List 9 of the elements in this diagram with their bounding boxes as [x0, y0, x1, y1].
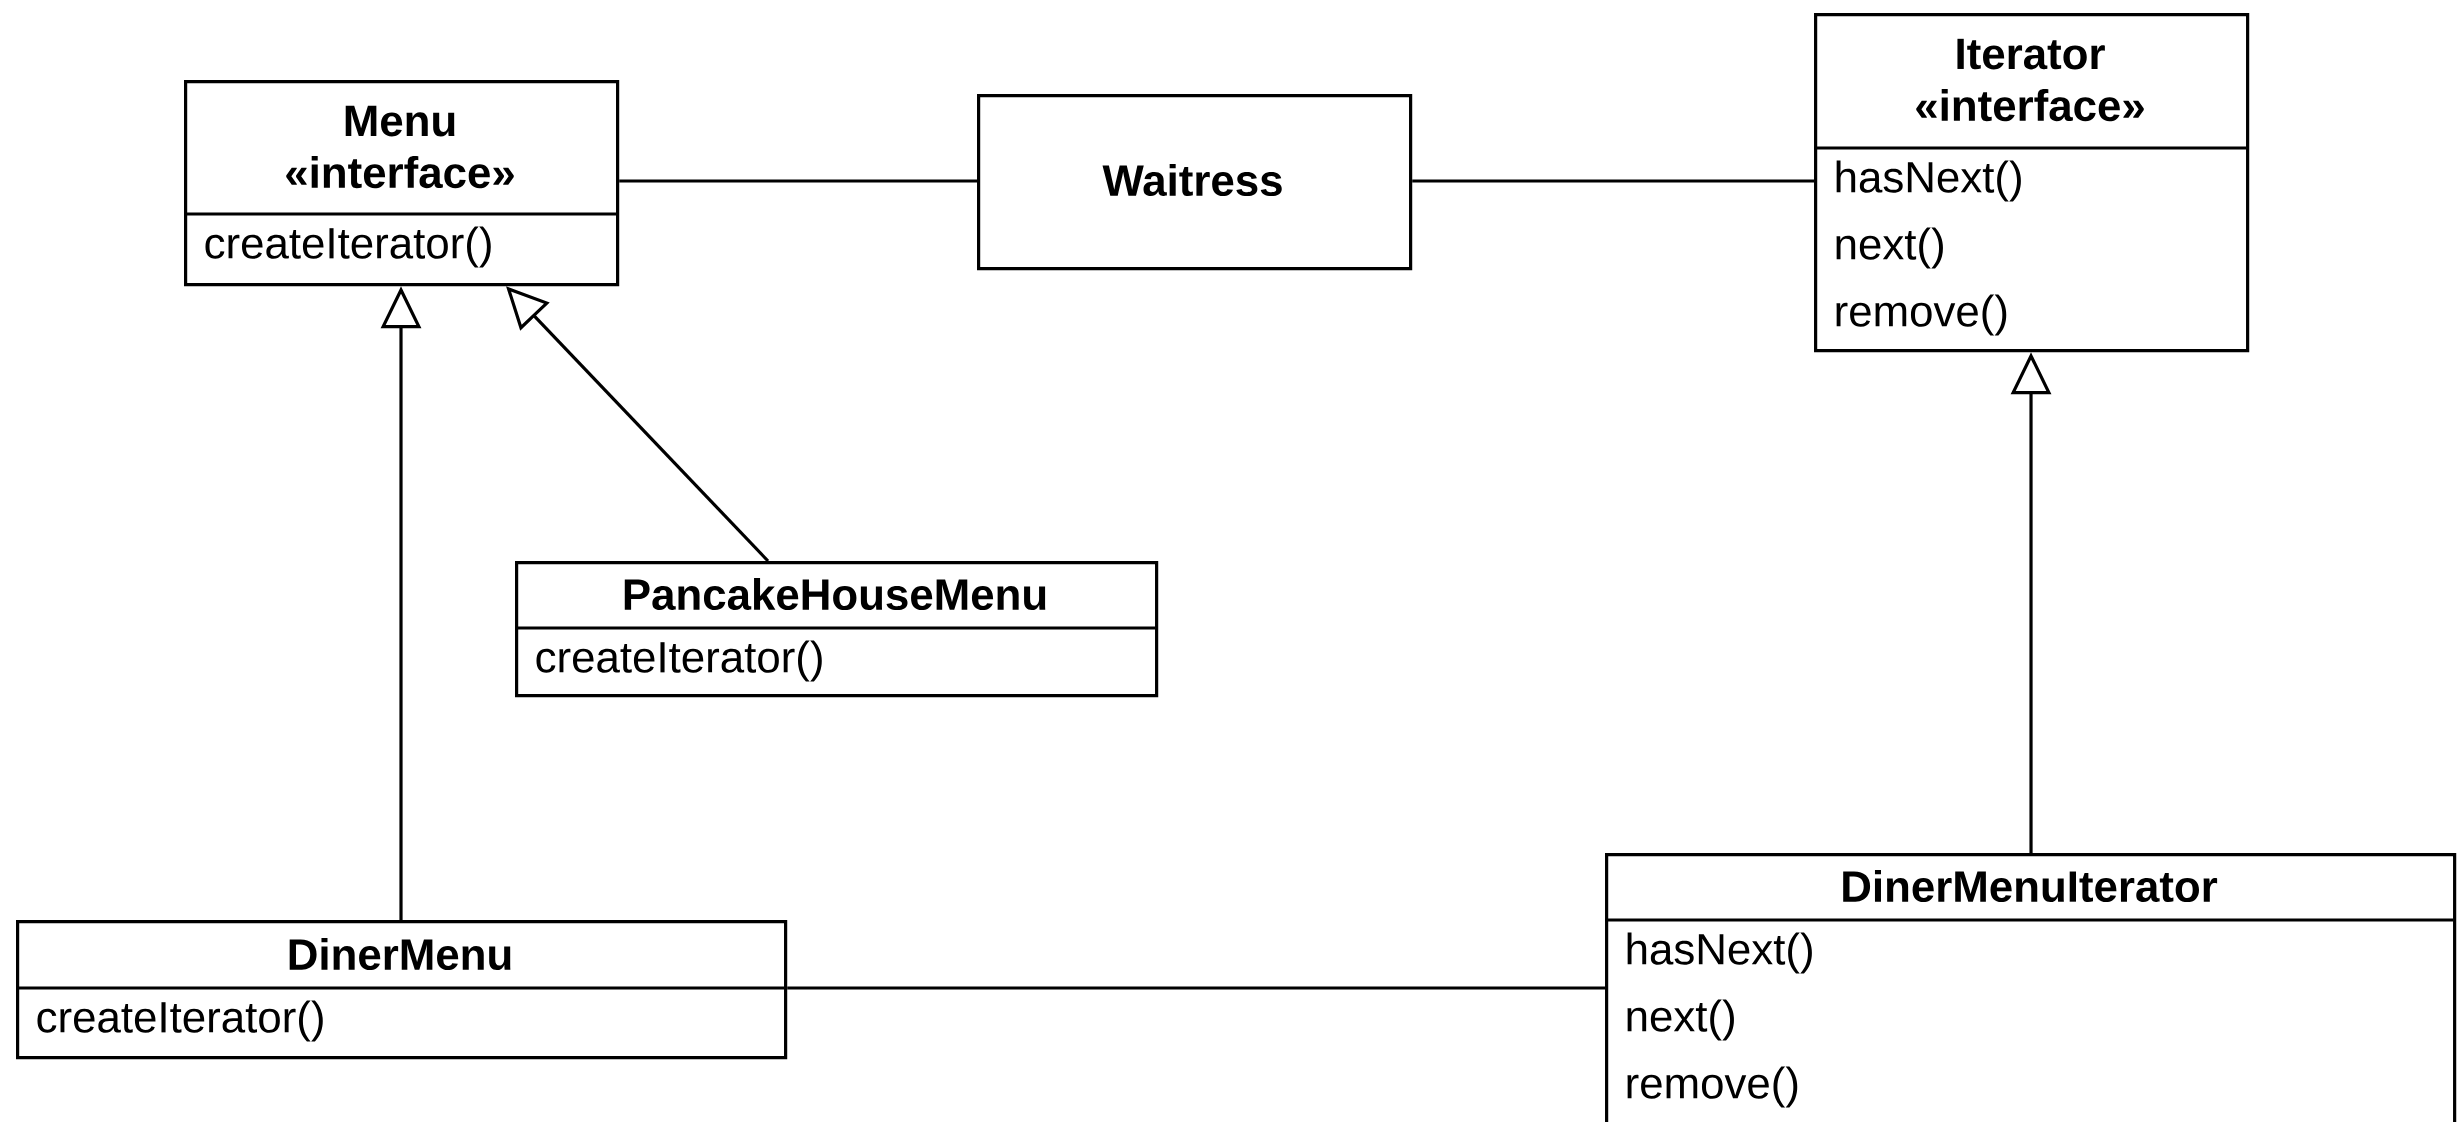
class-box: Menu «interface» createIterator() [184, 80, 620, 287]
association-line [1412, 179, 1814, 183]
class-box: Waitress [977, 94, 1413, 271]
class-box: DinerMenuIterator hasNext() next() remove() [1605, 853, 2457, 1122]
association-line [619, 179, 977, 183]
class-box: PancakeHouseMenu createIterator() [515, 561, 1159, 698]
association-line [787, 986, 1605, 990]
class-box: Iterator «interface» hasNext() next() remove() [1814, 13, 2250, 353]
class-box: DinerMenu createIterator() [16, 920, 788, 1060]
